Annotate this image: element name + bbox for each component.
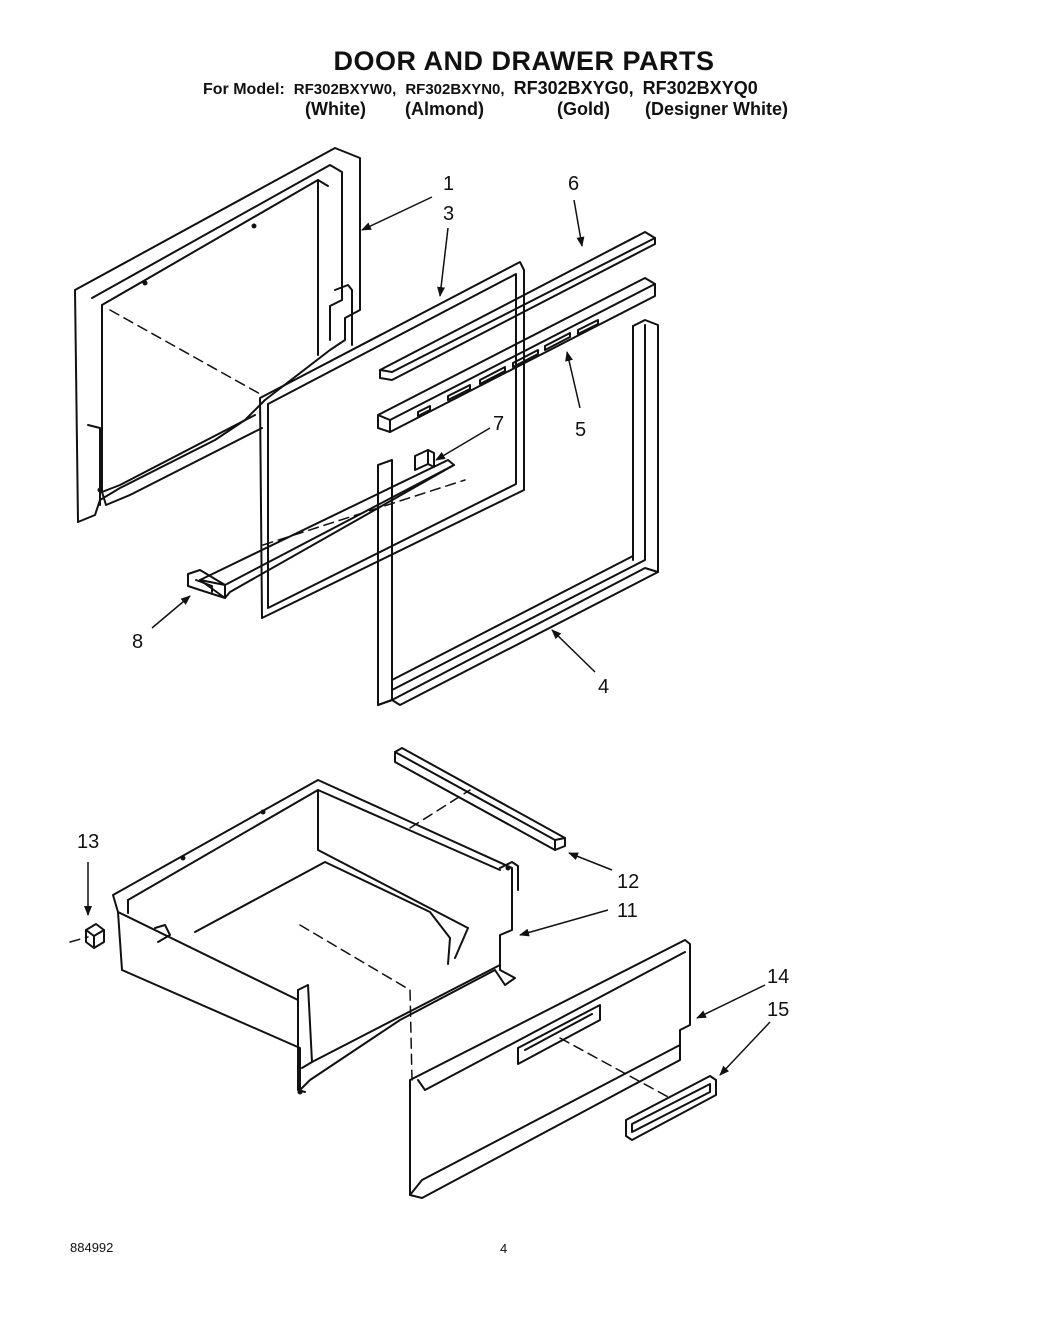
arrow-part-6 <box>573 199 585 247</box>
drawer-rail-part <box>394 747 566 851</box>
page-title: DOOR AND DRAWER PARTS <box>333 46 715 76</box>
arrow-part-12 <box>568 852 613 871</box>
callout-5: 5 <box>575 419 586 441</box>
arrow-part-7 <box>435 427 491 461</box>
callout-6: 6 <box>568 173 579 195</box>
drawer-front-panel-part <box>409 939 691 1199</box>
door-support-bar-part <box>187 459 455 599</box>
arrow-part-1 <box>361 196 433 231</box>
door-gasket-part <box>259 261 525 619</box>
callout-3: 3 <box>443 203 454 225</box>
model-white: RF302BXYW0, <box>293 81 397 98</box>
model-list: For Model: RF302BXYW0, RF302BXYN0, RF302… <box>203 78 762 99</box>
callout-labels: 1 3 6 5 7 8 4 13 12 11 14 15 <box>77 173 789 1021</box>
callout-arrows <box>84 196 771 1076</box>
arrow-part-15 <box>719 1021 771 1076</box>
arrow-part-4 <box>551 629 596 673</box>
callout-13: 13 <box>77 831 99 853</box>
drawer-handle-part <box>625 1075 717 1141</box>
lower-assembly-lines <box>69 789 671 1099</box>
page-number: 4 <box>500 1241 508 1256</box>
model-designer-white: RF302BXYQ0 <box>642 78 758 98</box>
callout-4: 4 <box>598 676 609 698</box>
color-designer-white: (Designer White) <box>645 99 789 119</box>
outer-door-panel-part <box>74 147 361 523</box>
color-almond: (Almond) <box>405 99 484 119</box>
callout-7: 7 <box>493 413 504 435</box>
upper-trim-strip-part <box>379 231 656 381</box>
vented-trim-strip-part <box>377 277 656 433</box>
arrow-part-11 <box>519 909 609 937</box>
model-almond: RF302BXYN0, <box>405 81 505 98</box>
arrow-part-3 <box>437 227 449 297</box>
model-gold: RF302BXYG0, <box>513 78 634 98</box>
callout-12: 12 <box>617 871 639 893</box>
arrow-part-14 <box>696 984 766 1019</box>
upper-assembly-lines <box>109 309 466 546</box>
callout-15: 15 <box>767 999 789 1021</box>
color-white: (White) <box>305 99 366 119</box>
door-clip-part <box>414 449 435 471</box>
arrow-part-8 <box>151 595 191 629</box>
color-gold: (Gold) <box>557 99 610 119</box>
model-prefix: For Model: <box>203 81 285 98</box>
document-code: 884992 <box>70 1240 114 1255</box>
callout-11: 11 <box>617 900 638 922</box>
drawer-body-part <box>112 779 519 1095</box>
rear-door-frame-part <box>377 319 659 706</box>
callout-14: 14 <box>767 966 789 988</box>
color-list: (White) (Almond) (Gold) (Designer White) <box>0 99 1048 123</box>
callout-1: 1 <box>443 173 454 195</box>
callout-8: 8 <box>132 631 143 653</box>
drawer-roller-part <box>85 923 105 949</box>
arrow-part-5 <box>565 351 581 409</box>
